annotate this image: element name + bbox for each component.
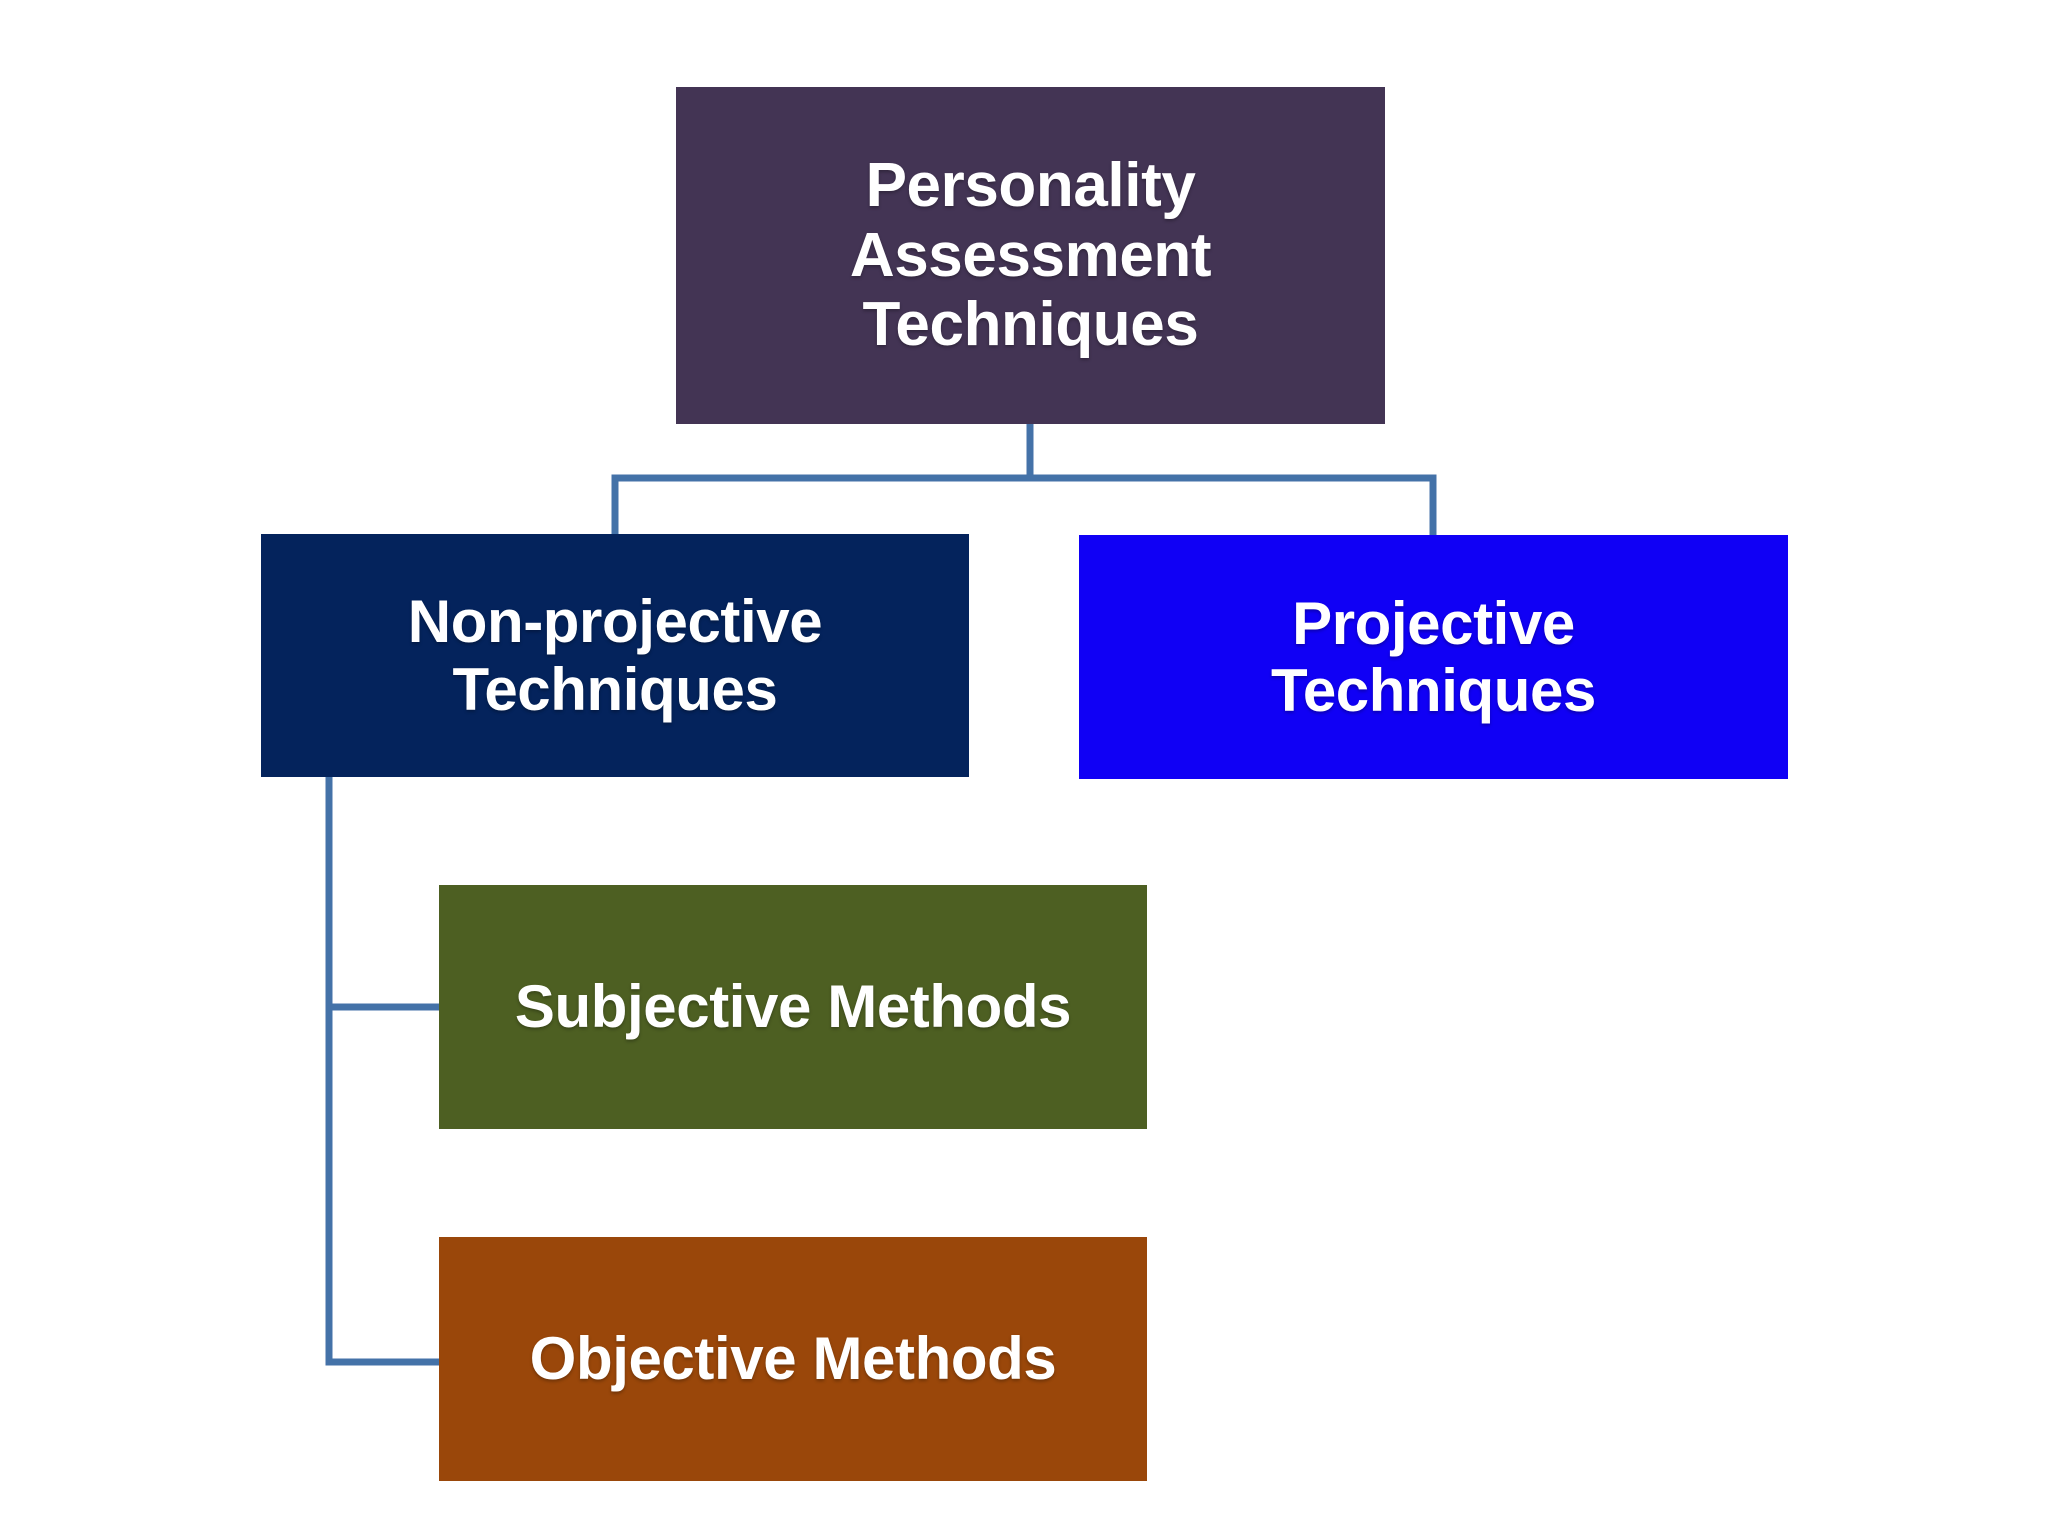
node-projective-techniques[interactable]: Projective Techniques — [1079, 535, 1788, 779]
node-non-projective-techniques[interactable]: Non-projective Techniques — [261, 534, 969, 777]
node-nonprojective-label: Non-projective Techniques — [407, 588, 823, 723]
node-subjective-methods[interactable]: Subjective Methods — [439, 885, 1147, 1129]
node-objective-label: Objective Methods — [529, 1325, 1057, 1393]
node-objective-methods[interactable]: Objective Methods — [439, 1237, 1147, 1481]
node-projective-label: Projective Techniques — [1271, 589, 1596, 724]
node-root-label: Personality Assessment Techniques — [849, 151, 1212, 360]
node-personality-assessment-techniques[interactable]: Personality Assessment Techniques — [676, 87, 1385, 424]
node-subjective-label: Subjective Methods — [514, 973, 1072, 1041]
